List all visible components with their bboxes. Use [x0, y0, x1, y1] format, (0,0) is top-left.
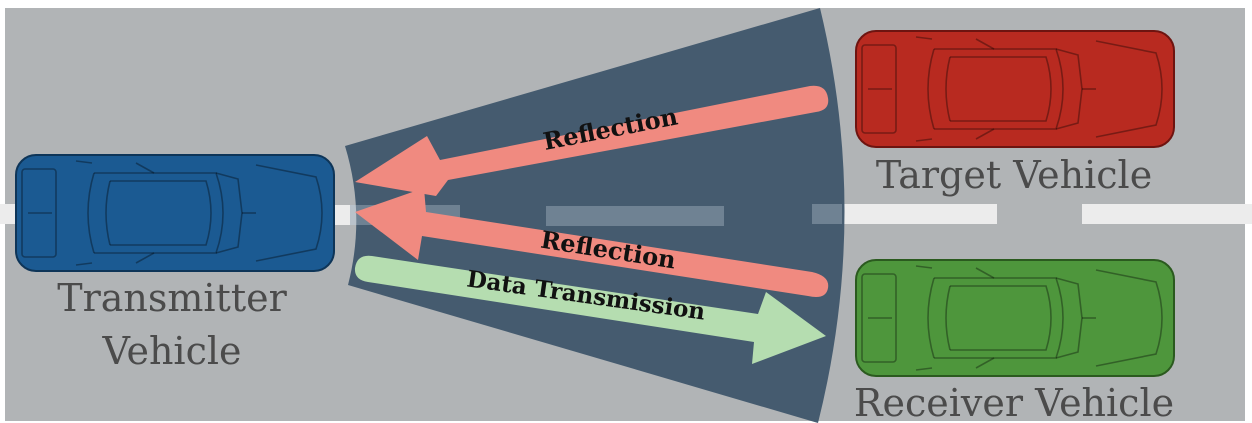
car-top-view-icon — [855, 30, 1175, 148]
target-vehicle-label: Target Vehicle — [876, 153, 1152, 197]
car-top-view-icon — [855, 259, 1175, 377]
receiver-vehicle — [855, 259, 1175, 377]
target-vehicle — [855, 30, 1175, 148]
transmitter-label-line2: Vehicle — [102, 329, 242, 373]
transmitter-vehicle — [15, 154, 335, 272]
car-top-view-icon — [15, 154, 335, 272]
receiver-vehicle-label: Receiver Vehicle — [854, 381, 1174, 423]
transmitter-label-line1: Transmitter — [57, 276, 287, 320]
